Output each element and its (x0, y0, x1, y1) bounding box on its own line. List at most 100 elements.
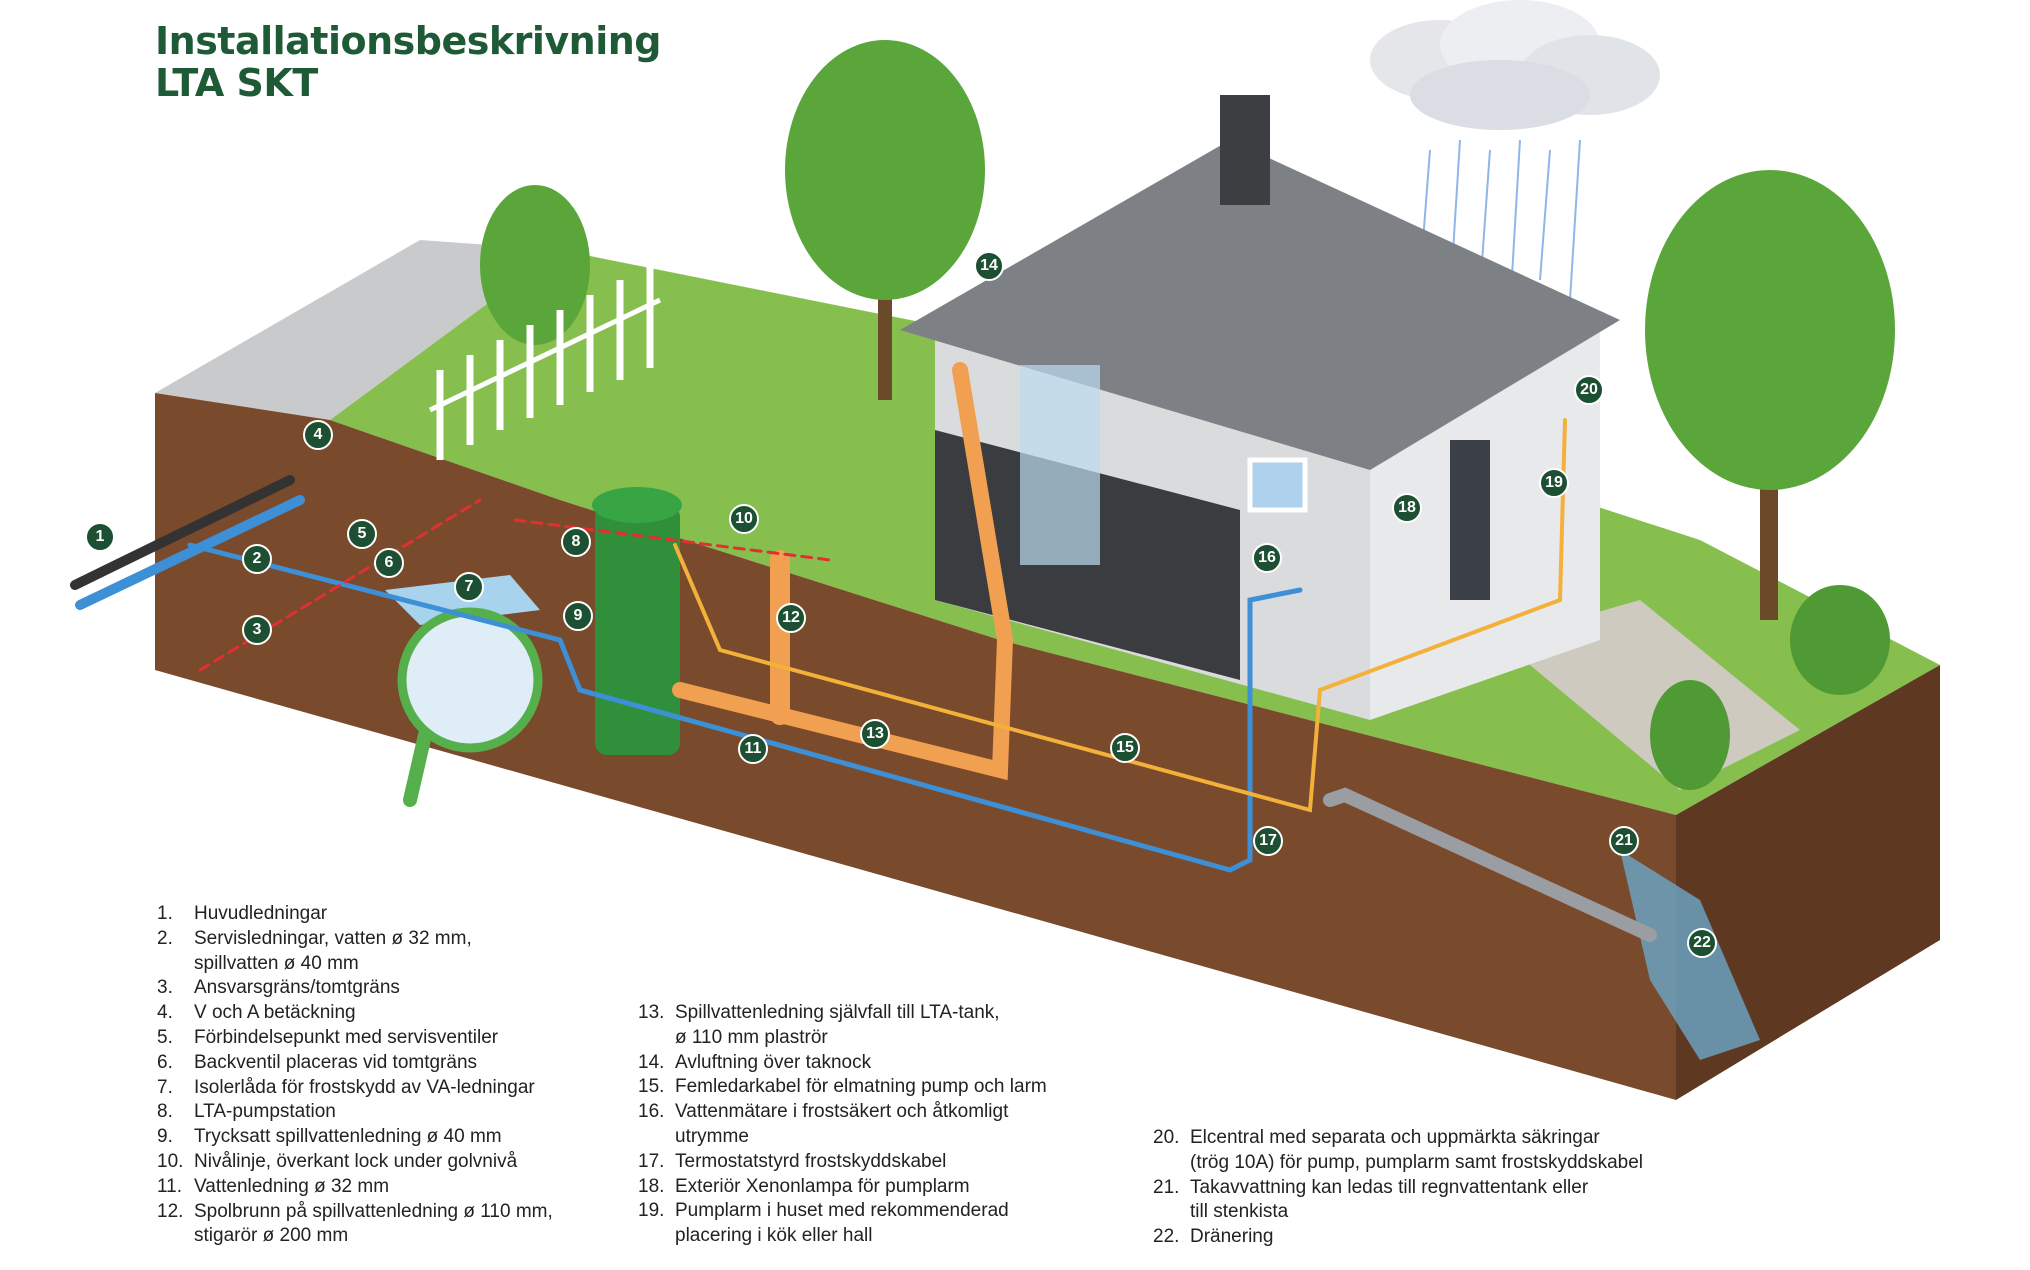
legend-item-text: Nivålinje, överkant lock under golvnivå (194, 1150, 518, 1172)
legend-item-text: Avluftning över taknock (675, 1051, 872, 1073)
title-line-2: LTA SKT (155, 61, 318, 105)
marker-4: 4 (303, 420, 333, 450)
legend-item: 4. V och A betäckning (157, 1001, 553, 1026)
marker-5: 5 (347, 519, 377, 549)
rain-cloud-icon (1370, 0, 1660, 311)
waste-pipe (672, 362, 1014, 781)
legend-item-number: 8. (157, 1101, 173, 1123)
marker-22: 22 (1687, 928, 1717, 958)
marker-17: 17 (1253, 826, 1283, 856)
legend-item-text: Förbindelsepunkt med servisventiler (194, 1026, 499, 1048)
legend-item: 9.Trycksatt spillvattenledning ø 40 mm (157, 1125, 553, 1150)
marker-19: 19 (1539, 468, 1569, 498)
legend-item-text: V och A betäckning (194, 1002, 356, 1024)
marker-13: 13 (860, 719, 890, 749)
legend-item: 10. Nivålinje, överkant lock under golvni… (157, 1150, 553, 1175)
magnifier-icon (397, 607, 543, 807)
marker-8: 8 (561, 527, 591, 557)
marker-18: 18 (1392, 493, 1422, 523)
legend-item: 16.Vattenmätare i frostsäkert och åtkoml… (638, 1100, 1047, 1150)
legend-item: 22. Dränering (1153, 1225, 1643, 1250)
road (155, 240, 560, 420)
marker-2: 2 (242, 544, 272, 574)
legend-item-text: Vattenledning ø 32 mm (194, 1175, 390, 1197)
legend-item: 14.Avluftning över taknock (638, 1051, 1047, 1076)
legend-item-text: Servisledningar, vatten ø 32 mm, spillva… (194, 927, 472, 974)
legend-item: 12. Spolbrunn på spillvattenledning ø 110… (157, 1200, 553, 1250)
marker-7: 7 (454, 572, 484, 602)
legend-item: 8. LTA-pumpstation (157, 1100, 553, 1125)
marker-9: 9 (563, 601, 593, 631)
legend-item-text: Spolbrunn på spillvattenledning ø 110 mm… (194, 1200, 553, 1247)
legend-column-1: 1. Huvudledningar 2. Servisledningar, vatte… (157, 902, 553, 1249)
legend-item-text: Ansvarsgräns/tomtgräns (194, 977, 400, 999)
legend-item-text: Takavvattning kan ledas till regnvattent… (1190, 1176, 1589, 1223)
legend-item-number: 22. (1153, 1226, 1180, 1248)
legend-item: 6.Backventil placeras vid tomtgräns (157, 1051, 553, 1076)
legend-item-number: 13. (638, 1002, 665, 1023)
legend-item-text: LTA-pumpstation (194, 1101, 336, 1123)
legend-item-number: 2. (157, 927, 173, 949)
legend-item-number: 19. (638, 1200, 665, 1222)
legend-item-number: 17. (638, 1150, 665, 1172)
marker-14: 14 (974, 251, 1004, 281)
water-pipe (187, 542, 1303, 873)
marker-1: 1 (85, 522, 115, 552)
legend-item-number: 12. (157, 1200, 184, 1222)
legend-item: 15. Femledarkabel för elmatning pump och … (638, 1075, 1047, 1100)
title-line-1: Installationsbeskrivning (155, 19, 662, 63)
legend-item-number: 11. (157, 1175, 183, 1197)
legend-item-text: Isolerlåda för frostskydd av VA-ledninga… (194, 1076, 535, 1098)
house (900, 95, 1620, 720)
legend-item-number: 21. (1153, 1176, 1180, 1198)
legend-item: 3. Ansvarsgräns/tomtgräns (157, 976, 553, 1001)
legend-item-number: 20. (1153, 1127, 1180, 1148)
drainage-pipe (1323, 787, 1657, 942)
legend-item-number: 1. (157, 903, 173, 924)
pump-station (592, 487, 682, 755)
marker-11: 11 (738, 734, 768, 764)
legend-item: 2. Servisledningar, vatten ø 32 mm, spill… (157, 927, 553, 977)
marker-20: 20 (1574, 375, 1604, 405)
legend-column-3: 20. Elcentral med separata och uppmärkta … (1153, 1126, 1643, 1250)
legend-item-number: 9. (157, 1126, 173, 1148)
legend-item: 1. Huvudledningar (157, 902, 553, 927)
main-pipe-blue (75, 495, 305, 610)
legend-item-text: Vattenmätare i frostsäkert och åtkomligt… (675, 1101, 1009, 1147)
legend-item-number: 18. (638, 1175, 665, 1197)
legend-item-number: 3. (157, 977, 173, 999)
legend-item: 5. Förbindelsepunkt med servisventiler (157, 1026, 553, 1051)
legend-item-text: Dränering (1190, 1226, 1274, 1248)
legend-item-number: 5. (157, 1026, 173, 1048)
cable (673, 418, 1567, 813)
legend-item-text: Termostatstyrd frostskyddskabel (675, 1150, 947, 1172)
legend-item: 18. Exteriör Xenonlampa för pumplarm (638, 1175, 1047, 1200)
legend-item-text: Elcentral med separata och uppmärkta säk… (1190, 1127, 1644, 1173)
legend-item: 20. Elcentral med separata och uppmärkta … (1153, 1126, 1643, 1176)
fence (428, 265, 662, 460)
legend-item: 11. Vattenledning ø 32 mm (157, 1175, 553, 1200)
legend-item-number: 4. (157, 1002, 173, 1024)
legend-item-text: Exteriör Xenonlampa för pumplarm (675, 1175, 970, 1197)
legend-item-text: Spillvattenledning självfall till LTA-ta… (675, 1002, 1000, 1048)
marker-15: 15 (1110, 733, 1140, 763)
level-line (513, 518, 832, 562)
legend-item-text: Femledarkabel för elmatning pump och lar… (675, 1076, 1047, 1098)
legend-item-text: Pumplarm i huset med rekommenderad place… (675, 1200, 1009, 1247)
marker-12: 12 (776, 603, 806, 633)
marker-16: 16 (1252, 543, 1282, 573)
marker-21: 21 (1609, 826, 1639, 856)
legend-item-number: 15. (638, 1076, 665, 1098)
legend-item-number: 10. (157, 1150, 184, 1172)
legend-item: 21. Takavvattning kan ledas till regnvatt… (1153, 1176, 1643, 1226)
tree-icon (480, 40, 1895, 790)
legend-item: 7.Isolerlåda för frostskydd av VA-lednin… (157, 1076, 553, 1101)
legend-item-text: Huvudledningar (194, 903, 328, 924)
marker-3: 3 (242, 615, 272, 645)
marker-6: 6 (374, 548, 404, 578)
legend-item: 13. Spillvattenledning självfall till LTA… (638, 1001, 1047, 1051)
legend-item: 17. Termostatstyrd frostskyddskabel (638, 1150, 1047, 1175)
legend-item-text: Backventil placeras vid tomtgräns (194, 1051, 478, 1073)
legend-column-2: 13. Spillvattenledning självfall till LTA… (638, 1001, 1047, 1249)
